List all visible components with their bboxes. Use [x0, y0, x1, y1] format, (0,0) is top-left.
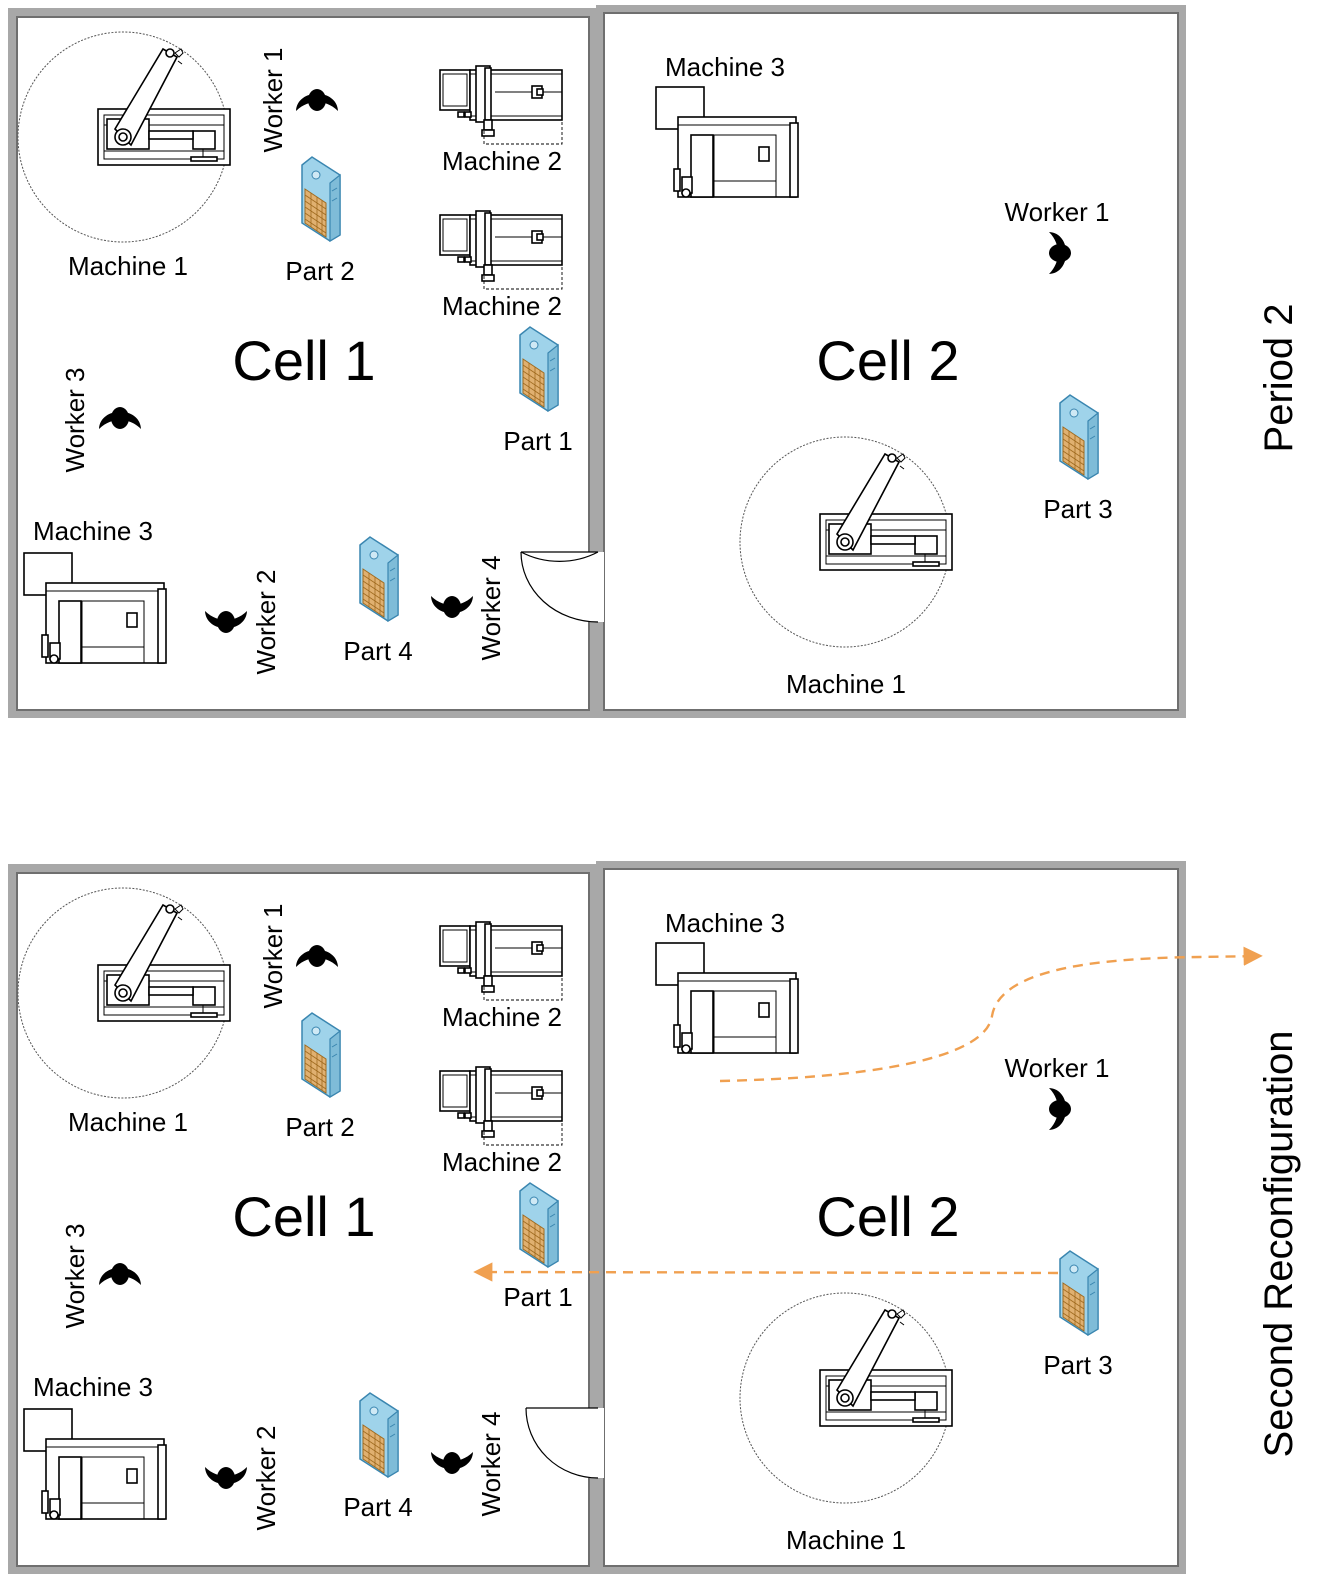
part-2-label-bottom: Part 2 — [285, 1112, 354, 1142]
worker-3-label: Worker 3 — [60, 368, 90, 473]
worker-1-label-cell2: Worker 1 — [1005, 197, 1110, 227]
flow-arrow-machine3-out — [719, 946, 1263, 1083]
machine-2b-label: Machine 2 — [442, 291, 562, 321]
worker-1-label-bottom: Worker 1 — [258, 904, 288, 1009]
machine-2-label: Machine 2 — [442, 146, 562, 176]
machine-1-label-cell2-bottom: Machine 1 — [786, 1525, 906, 1555]
machine-1-label: Machine 1 — [68, 251, 188, 281]
worker-4-label-bottom: Worker 4 — [476, 1412, 506, 1517]
machine-3-label: Machine 3 — [33, 516, 153, 546]
door — [520, 551, 599, 623]
worker-1-label-cell2-bottom: Worker 1 — [1005, 1053, 1110, 1083]
part-4-label-bottom: Part 4 — [343, 1492, 412, 1522]
worker-2-label-bottom: Worker 2 — [251, 1426, 281, 1531]
worker-1-label: Worker 1 — [258, 48, 288, 153]
machine-3-label-cell2: Machine 3 — [665, 52, 785, 82]
machine-2b-label-bottom: Machine 2 — [442, 1147, 562, 1177]
cell-2-label: Cell 2 — [816, 329, 959, 392]
machine-1-label-cell2: Machine 1 — [786, 669, 906, 699]
period-2-side-label: Period 2 — [1257, 304, 1301, 453]
worker-4-label: Worker 4 — [476, 556, 506, 661]
flow-arrow-part3-to-cell1 — [473, 1262, 1059, 1282]
part-4-label: Part 4 — [343, 636, 412, 666]
part-1-label: Part 1 — [503, 426, 572, 456]
panel-second-reconfiguration: Cell 1 Cell 2 Machine 1 Machine 2 Machin… — [8, 861, 1301, 1574]
part-3-label-bottom: Part 3 — [1043, 1350, 1112, 1380]
machine-3-label-bottom: Machine 3 — [33, 1372, 153, 1402]
machine-3-label-cell2-bottom: Machine 3 — [665, 908, 785, 938]
machine-1-label-bottom: Machine 1 — [68, 1107, 188, 1137]
panel-period-2: Cell 1 Cell 2 Machine 1 Machine 2 Machin… — [8, 5, 1301, 718]
cell-1-label: Cell 1 — [232, 329, 375, 392]
worker-2-label: Worker 2 — [251, 570, 281, 675]
second-reconfiguration-side-label: Second Reconfiguration — [1257, 1031, 1301, 1458]
part-3-label: Part 3 — [1043, 494, 1112, 524]
door-bottom — [525, 1407, 599, 1479]
part-1-label-bottom: Part 1 — [503, 1282, 572, 1312]
part-2-label: Part 2 — [285, 256, 354, 286]
cell-2-label-bottom: Cell 2 — [816, 1185, 959, 1248]
worker-3-label-bottom: Worker 3 — [60, 1224, 90, 1329]
machine-2-label-bottom: Machine 2 — [442, 1002, 562, 1032]
cell-1-label-bottom: Cell 1 — [232, 1185, 375, 1248]
